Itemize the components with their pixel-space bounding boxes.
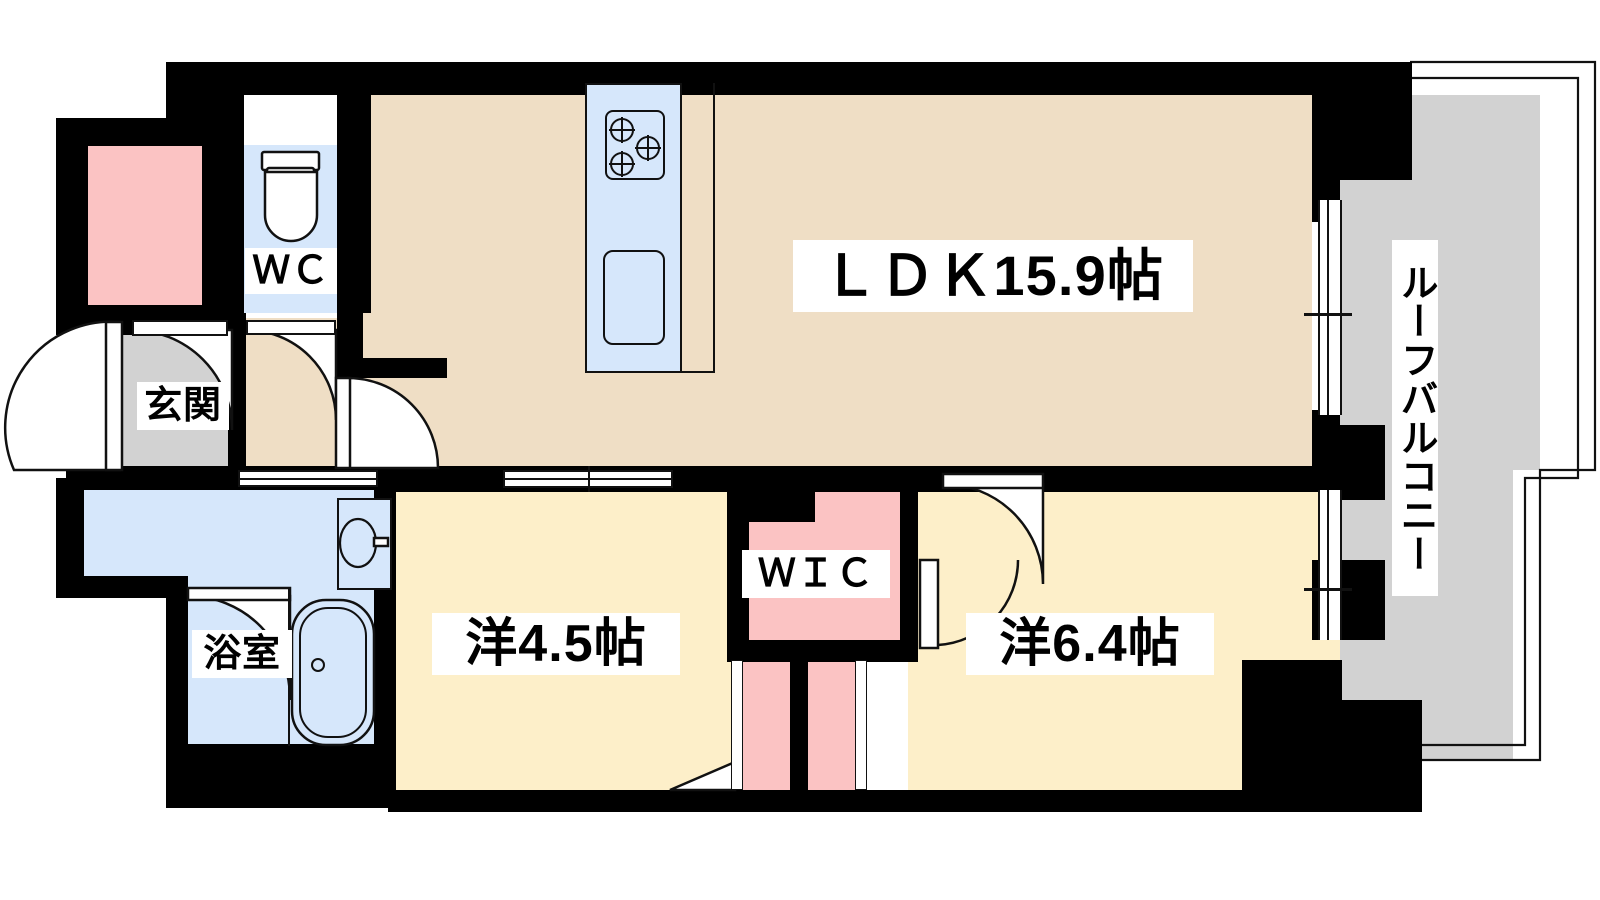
wall-room-wic bbox=[727, 478, 749, 658]
kitchen-counter-edge bbox=[713, 83, 715, 373]
wall-right-mid1 bbox=[1312, 410, 1340, 490]
washroom-door-line bbox=[238, 478, 378, 480]
label-room-large: 洋6.4帖 bbox=[966, 613, 1214, 675]
wall-stub-ldk bbox=[352, 358, 447, 374]
label-room-small: 洋4.5帖 bbox=[432, 613, 680, 675]
wall-bottom bbox=[388, 790, 1344, 812]
closet-strip-right bbox=[805, 660, 863, 808]
genkan-door-panel[interactable] bbox=[132, 320, 228, 336]
sliding-door-mark bbox=[588, 466, 590, 492]
wall-wic-top bbox=[727, 478, 815, 522]
wall-wc-right bbox=[337, 62, 371, 313]
wall-balcony-left-mid bbox=[1340, 425, 1385, 500]
window-ldk-1-mid bbox=[1327, 200, 1329, 415]
wall-bath-right bbox=[374, 576, 396, 766]
window-room-large[interactable] bbox=[1318, 490, 1342, 640]
label-bath: 浴室 bbox=[192, 630, 292, 678]
closet-strip-left bbox=[737, 660, 795, 808]
window-ldk-1[interactable] bbox=[1318, 200, 1342, 415]
label-wic: ＷＩＣ bbox=[742, 550, 890, 598]
window-ldk-1-tick bbox=[1304, 313, 1352, 316]
wall-right-upper bbox=[1312, 62, 1340, 222]
label-ldk: ＬＤＫ15.9帖 bbox=[793, 240, 1193, 312]
wall-bath-bottom bbox=[166, 744, 396, 808]
entry-closet-fill-a bbox=[66, 145, 228, 313]
wall-left-outer bbox=[56, 118, 88, 322]
wall-bath-left bbox=[166, 576, 188, 766]
wall-closet-wc bbox=[202, 62, 244, 313]
washbasin-vanity bbox=[337, 498, 392, 590]
kitchen-sink bbox=[603, 250, 665, 345]
wall-balcony-left-bottom bbox=[1340, 740, 1412, 812]
window-room-large-mid bbox=[1327, 490, 1329, 640]
closet-panel-right[interactable] bbox=[855, 660, 867, 790]
wall-closet-divider bbox=[790, 660, 808, 808]
wall-wic-right bbox=[900, 478, 918, 662]
label-genkan: 玄関 bbox=[137, 382, 229, 430]
wall-washroom-bottom bbox=[56, 576, 186, 598]
window-room-large-tick bbox=[1304, 588, 1352, 591]
label-wc: ＷＣ bbox=[245, 248, 337, 294]
wall-balcony-left-top bbox=[1340, 62, 1412, 180]
wall-entry-recess-top bbox=[166, 62, 202, 122]
closet-panel-left[interactable] bbox=[731, 660, 743, 790]
wc-door-panel[interactable] bbox=[246, 320, 336, 335]
wall-wic-bottom bbox=[727, 640, 917, 662]
label-balcony: ルーフバルコニー bbox=[1392, 240, 1438, 596]
wall-balcony-left-low bbox=[1340, 560, 1385, 640]
kitchen-counter-bottom bbox=[585, 371, 715, 373]
